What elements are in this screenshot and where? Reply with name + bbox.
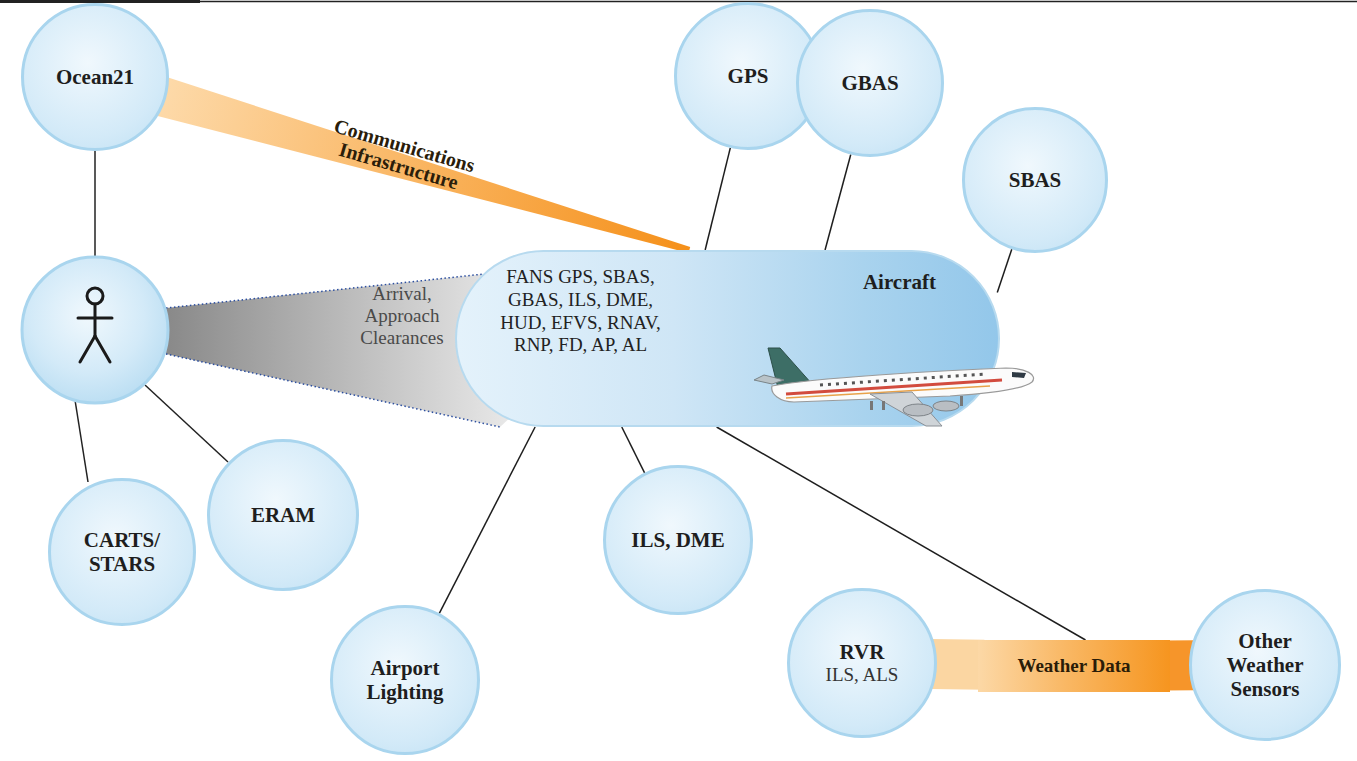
wedge-edge [166,354,500,427]
person-link [94,150,96,258]
node-title: SBAS [1009,168,1062,192]
person-link [145,385,228,462]
node-title: ILS, DME [631,528,724,552]
connector-line [825,154,851,250]
weather-band: Weather Data [978,640,1170,692]
annotation-label: Arrival, Approach Clearances [343,283,461,349]
person-circle [22,257,168,403]
system-circle: Airport Lighting [330,605,480,755]
node-title: GBAS [841,71,898,95]
person-link [75,400,88,482]
system-circle: ILS, DME [603,465,753,615]
system-circle: CARTS/ STARS [48,478,196,626]
weather-link [931,639,984,690]
connector-label: Communications Infrastructure [312,112,492,201]
system-circle: SBAS [962,107,1108,253]
system-circle: Ocean21 [21,3,169,151]
system-circle: Other Weather Sensors [1189,589,1341,741]
node-title: RVR [840,640,885,664]
connector-line [705,148,730,250]
node-title: Ocean21 [56,65,134,89]
node-title: Weather Data [1017,655,1130,677]
node-title: ERAM [251,503,315,527]
top-rule [0,1,1357,3]
node-body: FANS GPS, SBAS, GBAS, ILS, DME, HUD, EFV… [493,266,668,357]
connector-line [997,249,1012,292]
node-title: Airport Lighting [353,656,458,704]
node-title: CARTS/ STARS [70,528,174,576]
airplane-illustration [750,328,1040,433]
person-figure [78,288,112,362]
node-body: ILS, ALS [826,664,899,687]
node-title: Aircraft [863,270,936,295]
node-title: Other Weather Sensors [1212,629,1317,701]
system-circle: GBAS [796,9,944,157]
connector-line [622,427,645,473]
communications-band [155,77,690,253]
node-title: GPS [728,64,769,88]
system-circle: ERAM [207,439,359,591]
system-circle: RVRILS, ALS [787,588,937,738]
connector-line [439,427,535,613]
